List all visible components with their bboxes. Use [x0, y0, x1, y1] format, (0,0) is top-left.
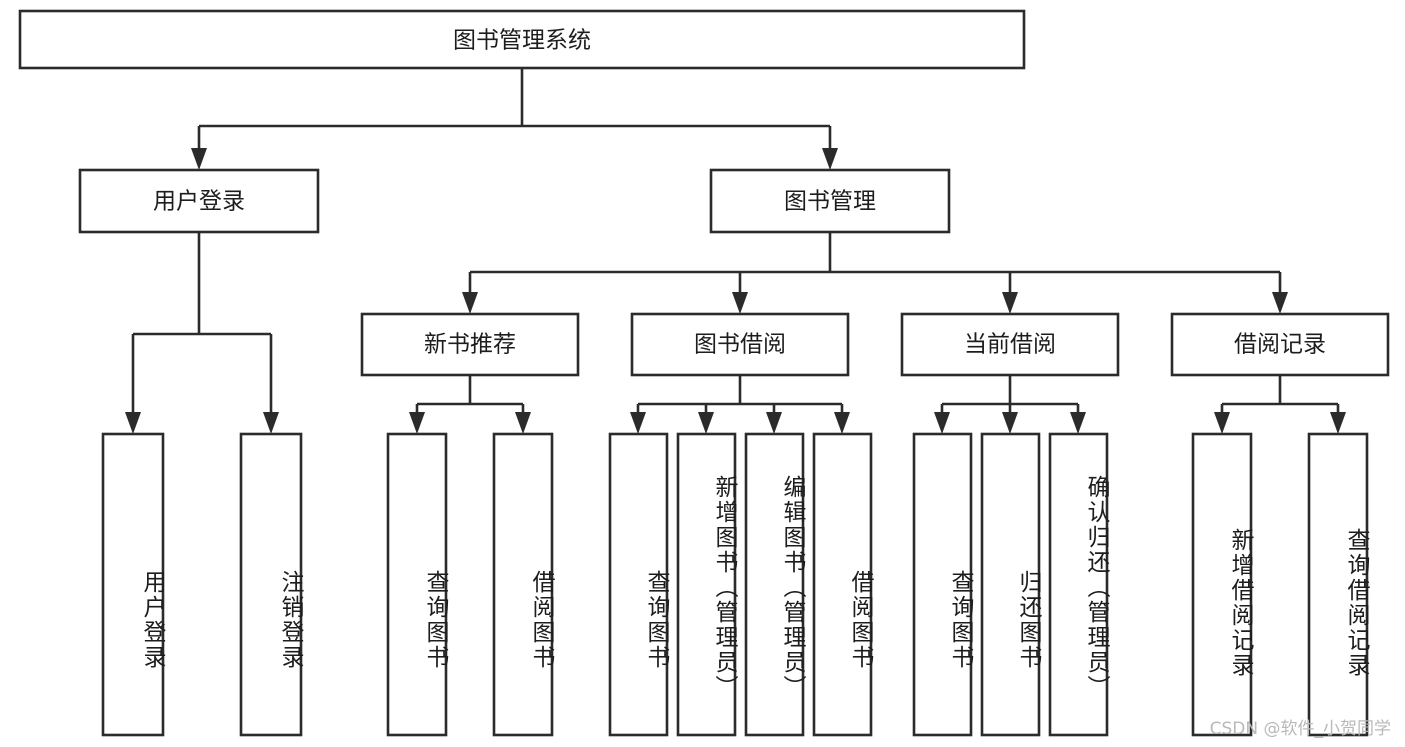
leaf-box-book-borrow-2[interactable]	[676, 432, 737, 737]
arrow-head-user-login-leaf2	[263, 412, 279, 434]
leaf-box-book-borrow-3[interactable]	[744, 432, 805, 737]
arrow-head-borrow-record	[1272, 292, 1288, 314]
arrow-head-new-book-leaf2	[515, 412, 531, 434]
edge-group-borrow-record-to-leaves	[1214, 375, 1346, 434]
leaf-box-user-login-1[interactable]	[101, 432, 165, 737]
node-current-borrow-box[interactable]	[900, 312, 1120, 377]
leaf-box-current-borrow-1[interactable]	[912, 432, 973, 737]
leaf-boxes-user-login	[101, 432, 303, 737]
arrow-head-user-login	[191, 148, 207, 170]
node-borrow-record-label: 借阅记录	[1234, 332, 1326, 358]
edge-group-new-book-to-leaves	[409, 375, 531, 434]
node-book-management[interactable]: 图书管理	[709, 168, 951, 234]
arrow-head-current-borrow	[1002, 292, 1018, 314]
arrow-head-book-borrow	[732, 292, 748, 314]
leaf-box-current-borrow-2[interactable]	[980, 432, 1041, 737]
node-new-book-recommend[interactable]: 新书推荐	[360, 312, 580, 377]
edge-group-current-borrow-to-leaves	[934, 375, 1086, 434]
edge-group-book-mgmt-to-level3	[462, 232, 1288, 314]
arrow-head-book-borrow-leaf1	[630, 412, 646, 434]
node-borrow-record-box[interactable]	[1170, 312, 1390, 377]
leaf-box-borrow-record-1[interactable]	[1191, 432, 1253, 737]
arrow-head-user-login-leaf1	[125, 412, 141, 434]
arrow-head-borrow-record-leaf1	[1214, 412, 1230, 434]
arrow-head-new-book-leaf1	[409, 412, 425, 434]
edge-group-user-login-to-leaves	[125, 232, 279, 434]
arrow-head-current-borrow-leaf2	[1002, 412, 1018, 434]
arrow-head-current-borrow-leaf3	[1070, 412, 1086, 434]
arrow-head-new-book	[462, 292, 478, 314]
node-current-borrow-label: 当前借阅	[964, 332, 1056, 358]
node-root-box[interactable]	[18, 9, 1026, 70]
node-user-login-box[interactable]	[78, 168, 320, 234]
leaf-box-book-borrow-4[interactable]	[812, 432, 873, 737]
arrow-head-borrow-record-leaf2	[1330, 412, 1346, 434]
arrow-head-book-borrow-leaf2	[698, 412, 714, 434]
node-book-borrow-box[interactable]	[630, 312, 850, 377]
node-book-management-label: 图书管理	[784, 189, 876, 215]
leaf-box-user-login-2[interactable]	[239, 432, 303, 737]
node-book-management-box[interactable]	[709, 168, 951, 234]
leaf-boxes-borrow-record	[1191, 432, 1369, 737]
arrow-head-book-borrow-leaf4	[834, 412, 850, 434]
leaf-box-current-borrow-3[interactable]	[1048, 432, 1109, 737]
node-new-book-recommend-box[interactable]	[360, 312, 580, 377]
csdn-watermark: CSDN @软件_小贺同学	[1209, 719, 1391, 739]
leaf-box-new-book-2[interactable]	[492, 432, 554, 737]
arrow-head-book-borrow-leaf3	[766, 412, 782, 434]
leaf-boxes-new-book-recommend	[386, 432, 554, 737]
node-root-label: 图书管理系统	[453, 28, 591, 54]
node-user-login[interactable]: 用户登录	[78, 168, 320, 234]
node-root[interactable]: 图书管理系统	[18, 9, 1026, 70]
arrow-head-current-borrow-leaf1	[934, 412, 950, 434]
node-borrow-record[interactable]: 借阅记录	[1170, 312, 1390, 377]
arrow-head-book-mgmt	[822, 148, 838, 170]
edge-group-book-borrow-to-leaves	[630, 375, 850, 434]
node-user-login-label: 用户登录	[153, 189, 245, 215]
node-current-borrow[interactable]: 当前借阅	[900, 312, 1120, 377]
leaf-box-new-book-1[interactable]	[386, 432, 448, 737]
leaf-boxes-book-borrow	[608, 432, 873, 737]
node-new-book-recommend-label: 新书推荐	[424, 332, 516, 358]
leaf-box-borrow-record-2[interactable]	[1307, 432, 1369, 737]
edge-group-root-to-level2	[191, 68, 838, 170]
leaf-boxes-current-borrow	[912, 432, 1109, 737]
node-book-borrow[interactable]: 图书借阅	[630, 312, 850, 377]
leaf-box-book-borrow-1[interactable]	[608, 432, 669, 737]
node-book-borrow-label: 图书借阅	[694, 332, 786, 358]
